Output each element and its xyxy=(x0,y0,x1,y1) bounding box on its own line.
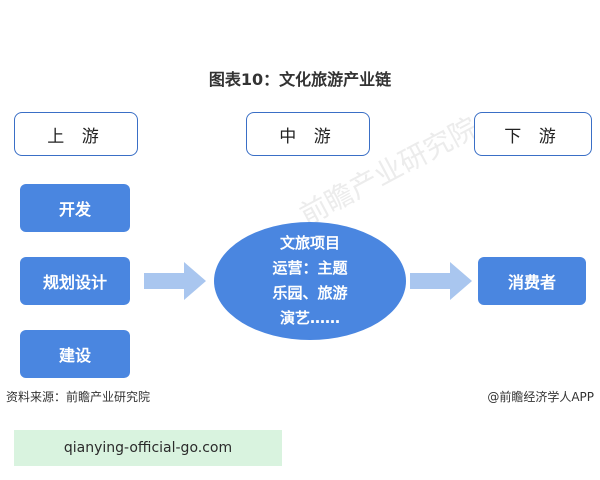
arrow-midstream-to-downstream xyxy=(410,262,472,300)
diagram-title: 图表10：文化旅游产业链 xyxy=(208,70,392,89)
downstream-item-consumers: 消费者 xyxy=(478,257,586,305)
midstream-operation-ellipse: 文旅项目 运营：主题 乐园、旅游 演艺…… xyxy=(214,222,406,340)
arrow-upstream-to-midstream xyxy=(144,262,206,300)
stage-downstream: 下 游 xyxy=(474,112,592,156)
upstream-item-planning-design: 规划设计 xyxy=(20,257,130,305)
stage-upstream: 上 游 xyxy=(14,112,138,156)
midstream-line-1: 文旅项目 xyxy=(279,234,340,252)
midstream-line-4: 演艺…… xyxy=(279,309,340,327)
midstream-line-3: 乐园、旅游 xyxy=(272,284,348,302)
url-banner[interactable]: qianying-official-go.com xyxy=(14,430,282,466)
midstream-line-2: 运营：主题 xyxy=(272,259,348,277)
source-note: 资料来源：前瞻产业研究院 xyxy=(6,390,151,404)
credit-note: @前瞻经济学人APP xyxy=(487,390,594,404)
upstream-item-construction: 建设 xyxy=(20,330,130,378)
midstream-text: 文旅项目 运营：主题 乐园、旅游 演艺…… xyxy=(235,231,385,331)
upstream-item-development: 开发 xyxy=(20,184,130,232)
stage-midstream: 中 游 xyxy=(246,112,370,156)
